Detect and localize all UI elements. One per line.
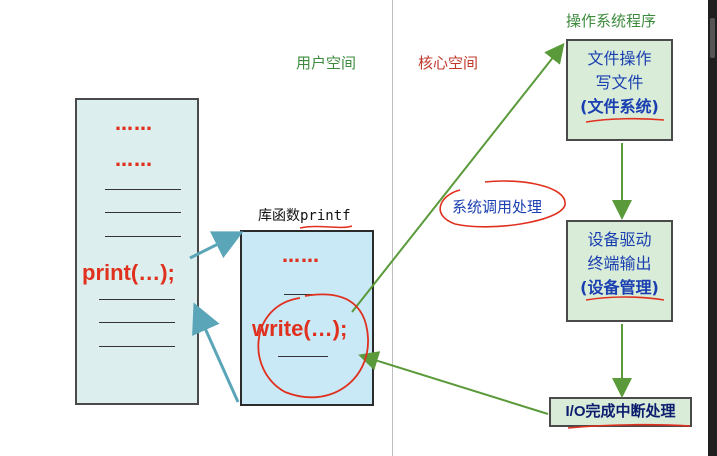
code-line xyxy=(99,322,175,323)
io-interrupt-box: I/O完成中断处理 xyxy=(549,397,692,427)
file-ops-line-1: 文件操作 xyxy=(587,49,652,68)
circle-syscall xyxy=(439,180,566,228)
library-function-box: …… write(…); xyxy=(240,230,374,406)
write-call-text: write(…); xyxy=(252,316,348,341)
kernel-space-label: 核心空间 xyxy=(418,54,479,72)
file-ops-line-2: 写文件 xyxy=(595,73,644,92)
arrow-lib-return xyxy=(192,302,240,403)
library-function-label: 库函数printf xyxy=(258,208,351,224)
code-line xyxy=(105,189,181,190)
window-edge xyxy=(708,0,717,456)
device-line-3: (设备管理) xyxy=(580,278,659,297)
code-line xyxy=(284,294,324,295)
underline-io xyxy=(567,423,691,429)
print-call-text: print(…); xyxy=(82,260,175,285)
code-line xyxy=(99,299,175,300)
underline-printf xyxy=(299,225,353,229)
underline-filesystem xyxy=(585,117,665,123)
os-program-label: 操作系统程序 xyxy=(566,12,657,30)
user-program-box: …… …… print(…); xyxy=(75,98,199,405)
file-system-box: 文件操作 写文件 (文件系统) xyxy=(566,39,673,141)
code-line xyxy=(105,212,181,213)
device-line-2: 终端输出 xyxy=(587,254,652,273)
user-kernel-divider xyxy=(392,0,393,456)
scrollbar-thumb[interactable] xyxy=(710,18,715,58)
user-space-label: 用户空间 xyxy=(296,54,357,72)
program-ellipsis-1: …… xyxy=(115,114,153,135)
syscall-handling-label: 系统调用处理 xyxy=(452,198,543,216)
code-line xyxy=(105,236,181,237)
file-ops-line-3: (文件系统) xyxy=(580,97,659,116)
program-ellipsis-2: …… xyxy=(115,150,153,171)
code-line xyxy=(278,356,328,357)
library-ellipsis: …… xyxy=(282,246,320,267)
device-management-box: 设备驱动 终端输出 (设备管理) xyxy=(566,220,673,322)
arrow-print-to-lib xyxy=(189,231,244,260)
arrow-syscall xyxy=(351,42,565,313)
circle-write xyxy=(257,293,369,399)
arrow-io-to-write xyxy=(358,351,549,415)
code-line xyxy=(99,346,175,347)
device-line-1: 设备驱动 xyxy=(587,230,652,249)
underline-device-mgmt xyxy=(585,296,665,301)
